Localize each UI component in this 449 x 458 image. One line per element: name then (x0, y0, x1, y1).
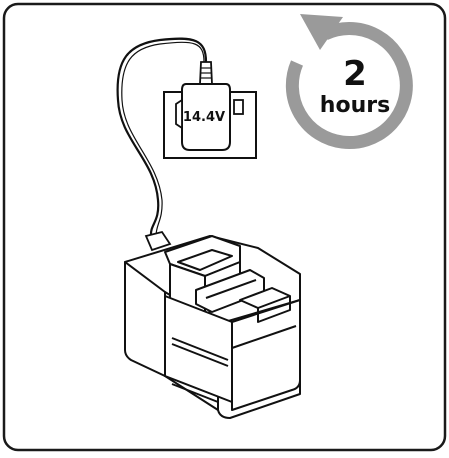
cable-grommet (144, 230, 172, 252)
frame-border (2, 2, 447, 452)
timer-unit: hours (320, 93, 390, 118)
adapter-voltage-label: 14.4V (183, 110, 225, 125)
adapter-body (181, 83, 231, 151)
charge-time-indicator: 2 hours (285, 14, 413, 150)
battery-charger (124, 235, 301, 419)
charger-cable (116, 37, 208, 237)
power-adapter: 14.4V (175, 61, 231, 151)
timer-number: 2 (343, 54, 367, 94)
socket-switch (233, 99, 244, 115)
charger-base-side (124, 261, 166, 377)
circular-arrow-icon (285, 22, 413, 150)
arrow-head-icon (300, 14, 343, 50)
